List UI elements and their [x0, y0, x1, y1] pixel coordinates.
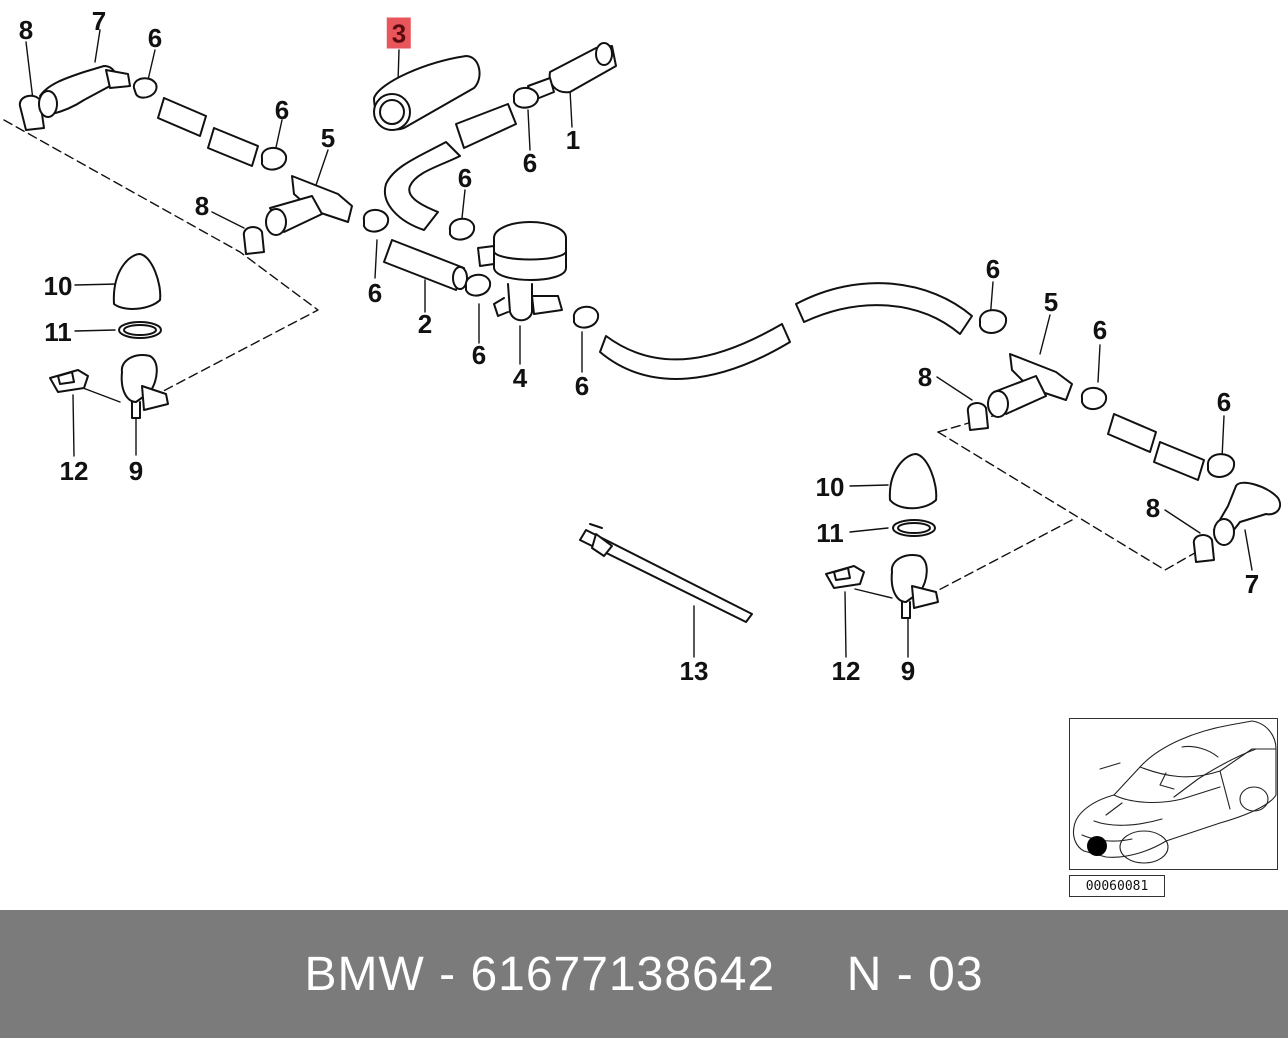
callout-6[interactable]: 6	[574, 371, 590, 401]
callout-5[interactable]: 5	[1043, 287, 1059, 317]
callout-6[interactable]: 6	[457, 163, 473, 193]
location-marker-icon	[1087, 836, 1107, 856]
center-assembly	[373, 42, 1008, 623]
parts-diagram: 8 7 6 6 5 8 6 10 11 12 9 3 1 6 6 2 6 4 6…	[3, 6, 1282, 897]
callout-8[interactable]: 8	[917, 362, 933, 392]
callout-9[interactable]: 9	[128, 456, 144, 486]
callout-6[interactable]: 6	[1092, 315, 1108, 345]
callout-6[interactable]: 6	[985, 254, 1001, 284]
callout-12[interactable]: 12	[831, 656, 861, 686]
callout-7[interactable]: 7	[1244, 569, 1260, 599]
part-number: 61677138642	[470, 947, 776, 1001]
callout-9[interactable]: 9	[900, 656, 916, 686]
callout-10[interactable]: 10	[43, 271, 73, 301]
dashed-outline-left	[3, 119, 319, 399]
vehicle-location-inset	[1069, 718, 1278, 870]
callout-12[interactable]: 12	[59, 456, 89, 486]
separator: -	[424, 947, 471, 1001]
dashed-outline-right	[934, 407, 1201, 593]
callout-1[interactable]: 1	[565, 125, 581, 155]
callout-11[interactable]: 11	[44, 317, 72, 347]
callout-6[interactable]: 6	[471, 340, 487, 370]
callout-6[interactable]: 6	[1216, 387, 1232, 417]
callout-3-highlighted[interactable]: 3	[386, 17, 412, 49]
car-outline-icon	[1072, 720, 1277, 864]
callout-10[interactable]: 10	[815, 472, 845, 502]
callout-2[interactable]: 2	[417, 309, 433, 339]
callout-4[interactable]: 4	[512, 363, 528, 393]
callout-6[interactable]: 6	[367, 278, 383, 308]
callout-6[interactable]: 6	[274, 95, 290, 125]
spacer	[775, 948, 847, 1001]
callout-8[interactable]: 8	[194, 191, 210, 221]
callout-6[interactable]: 6	[522, 148, 538, 178]
footer-bar: BMW - 61677138642 N - 03	[0, 910, 1288, 1038]
callout-5[interactable]: 5	[320, 123, 336, 153]
parts-diagram-drawing	[3, 29, 1282, 658]
callout-6[interactable]: 6	[147, 23, 163, 53]
callout-7[interactable]: 7	[91, 6, 107, 36]
brand-name: BMW	[304, 947, 425, 1001]
callout-8[interactable]: 8	[18, 15, 34, 45]
footer-part-info: BMW - 61677138642 N - 03	[304, 947, 983, 1002]
reference-code: N - 03	[846, 947, 984, 1001]
right-hose-assembly	[825, 353, 1282, 619]
callout-11[interactable]: 11	[816, 518, 844, 548]
callout-8[interactable]: 8	[1145, 493, 1161, 523]
inset-image-code: 00060081	[1069, 875, 1165, 897]
callout-13[interactable]: 13	[679, 656, 709, 686]
left-hose-assembly	[18, 65, 390, 419]
